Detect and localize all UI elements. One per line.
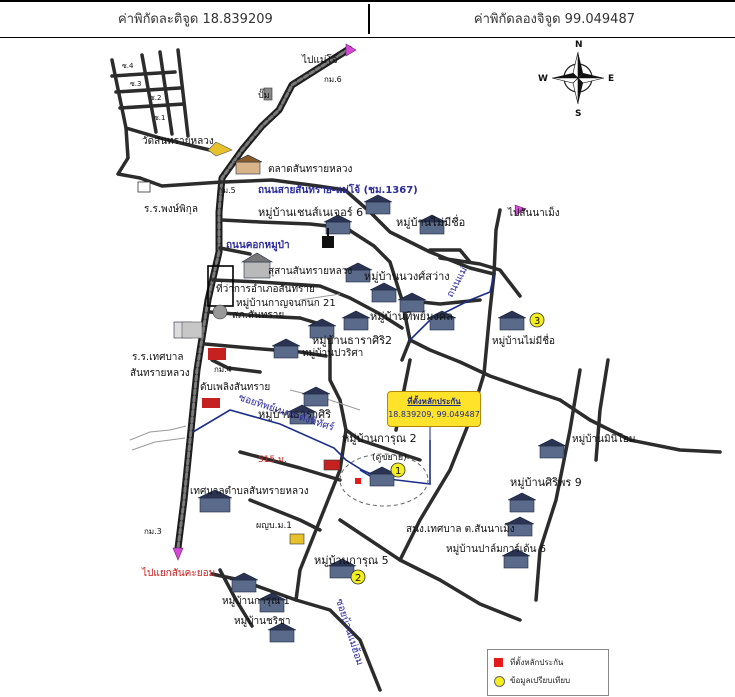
label-vil-karun2-sub: (ดูขยาย) [372, 453, 407, 463]
map-legend: ที่ตั้งหลักประกัน ข้อมูลเปรียบเทียบ [487, 649, 609, 696]
legend-property-label: ที่ตั้งหลักประกัน [510, 658, 564, 667]
label-vil-tarasiri: หมู่บ้านธาราศิริ [258, 408, 331, 421]
label-vil-karun5: หมู่บ้านการุณ 5 [314, 554, 389, 567]
main-highway [174, 45, 353, 552]
label-vil-kanchanok: หมู่บ้านกาญจนกนก 21 [236, 297, 336, 309]
label-cemetery: สุสานสันทรายหลวง [268, 266, 352, 277]
label-vil-siriporn9: หมู่บ้านศิริพร 9 [510, 476, 582, 489]
property-location-dot [355, 478, 361, 484]
label-school-tessaban-2: สันทรายหลวง [130, 368, 190, 379]
label-to-maejo: ไปแม่โจ้ [301, 53, 338, 66]
label-road-small-b: ซอยบ้านแม่ฮ้อม [333, 597, 366, 667]
label-tessaban-office: เทศบาลตำบลสันทรายหลวง [190, 486, 309, 497]
label-fire: ดับเพลิงสันทราย [200, 382, 270, 393]
marker-3: 3 [529, 312, 545, 328]
label-to-sannamueng: ไปสันนาเม็ง [507, 205, 560, 219]
callout-coords: 18.839209, 99.049487 [388, 410, 480, 419]
header-divider [368, 4, 370, 34]
compass-rose: N S E W [538, 40, 614, 119]
label-soi2: ซ.2 [150, 94, 161, 102]
compass-w: W [538, 74, 548, 84]
property-callout: ที่ตั้งหลักประกัน 18.839209, 99.049487 [387, 391, 481, 427]
label-km6: กม.6 [324, 75, 342, 84]
label-soi4: ซ.4 [122, 62, 134, 70]
label-vil-karun1: หมู่บ้านการุณ 1 [222, 595, 290, 607]
svg-text:2: 2 [355, 573, 361, 584]
marker-1: 1 [390, 462, 406, 478]
label-vil-maimeechue3: หมู่บ้านไม่มีชื่อ [492, 333, 555, 347]
callout-title: ที่ตั้งหลักประกัน [407, 397, 461, 406]
label-vil-thiphamongkol: หมู่บ้านทิพย์มงคล [370, 310, 453, 323]
label-school-pong: ร.ร.พงษ์พิกุล [144, 203, 198, 215]
label-soi1: ซ.1 [154, 114, 165, 122]
label-soi3: ซ.3 [130, 80, 141, 88]
legend-property-swatch [494, 658, 503, 667]
label-school-tessaban: ร.ร.เทศบาล [132, 352, 184, 363]
comparison-markers: 1 2 3 [350, 312, 545, 585]
label-wat: วัดสันทรายหลวง [142, 136, 214, 147]
label-market: ตลาดสันทรายหลวง [268, 164, 352, 175]
compass-s: S [575, 109, 581, 119]
label-to-sankayom: ไปแยกสันคะยอม [141, 567, 215, 579]
misc-pictograms [137, 87, 341, 545]
compass-e: E [608, 74, 614, 84]
label-distance: 515 ม. [258, 455, 287, 465]
label-vil-tarasiri2: หมู่บ้านธาราศิริ2 [312, 334, 392, 347]
header-bottom-rule [0, 37, 735, 38]
label-pump: ปั๊ม [258, 88, 270, 101]
label-village-head: ผญบ.ม.1 [256, 521, 292, 531]
coordinates-header: ค่าพิกัดละติจูด 18.839209 ค่าพิกัดลองจิจ… [0, 0, 735, 40]
label-police: สภ.สันทราย [232, 310, 284, 321]
route-to-property [192, 273, 495, 485]
label-vil-nuanwang: หมู่บ้านนวงศ์สว่าง [364, 270, 450, 283]
header-top-rule [0, 0, 735, 2]
longitude-label: ค่าพิกัดลองจิจูด 99.049487 [473, 12, 635, 27]
marker-2: 2 [350, 569, 366, 585]
label-vil-maimeechue-top: หมู่บ้านไม่มีชื่อ [396, 214, 465, 229]
compass-n: N [575, 40, 583, 50]
label-vil-minimalist: หมู่บ้านมินิโฮม [572, 432, 635, 445]
direction-arrows [172, 43, 527, 561]
label-sannamueng-office: สนง.เทศบาล ต.สันนาเม็ง [406, 521, 515, 535]
label-vil-karun2: หมู่บ้านการุณ 2 [342, 432, 417, 445]
legend-comparison-label: ข้อมูลเปรียบเทียบ [510, 676, 571, 685]
label-road-khok: ถนนคอกหมูป่า [226, 239, 290, 252]
house-icons [173, 154, 567, 643]
label-vil-chalida: หมู่บ้านชริชา [234, 615, 291, 627]
legend-comparison-swatch [494, 676, 505, 687]
svg-text:3: 3 [534, 316, 540, 327]
label-vil-plaimuang6: หมู่บ้านปาล์มการ์เด้น 6 [446, 543, 546, 555]
label-km5: กม.5 [218, 186, 236, 195]
svg-text:1: 1 [395, 466, 401, 477]
latitude-label: ค่าพิกัดละติจูด 18.839209 [118, 12, 273, 27]
subject-area-ellipse [339, 453, 429, 507]
label-km3: กม.3 [144, 527, 162, 536]
label-km4: กม.4 [214, 365, 232, 374]
label-district-office: ที่ว่าการอำเภอสันทราย [216, 281, 315, 295]
label-vil-chase6: หมู่บ้านเชนส์เนเจอร์ 6 [258, 206, 363, 219]
label-road-1367: ถนนสายสันทราย-แม่โจ้ (ชม.1367) [258, 183, 418, 196]
label-vil-pawisa: หมู่บ้านปวริศา [302, 347, 363, 359]
